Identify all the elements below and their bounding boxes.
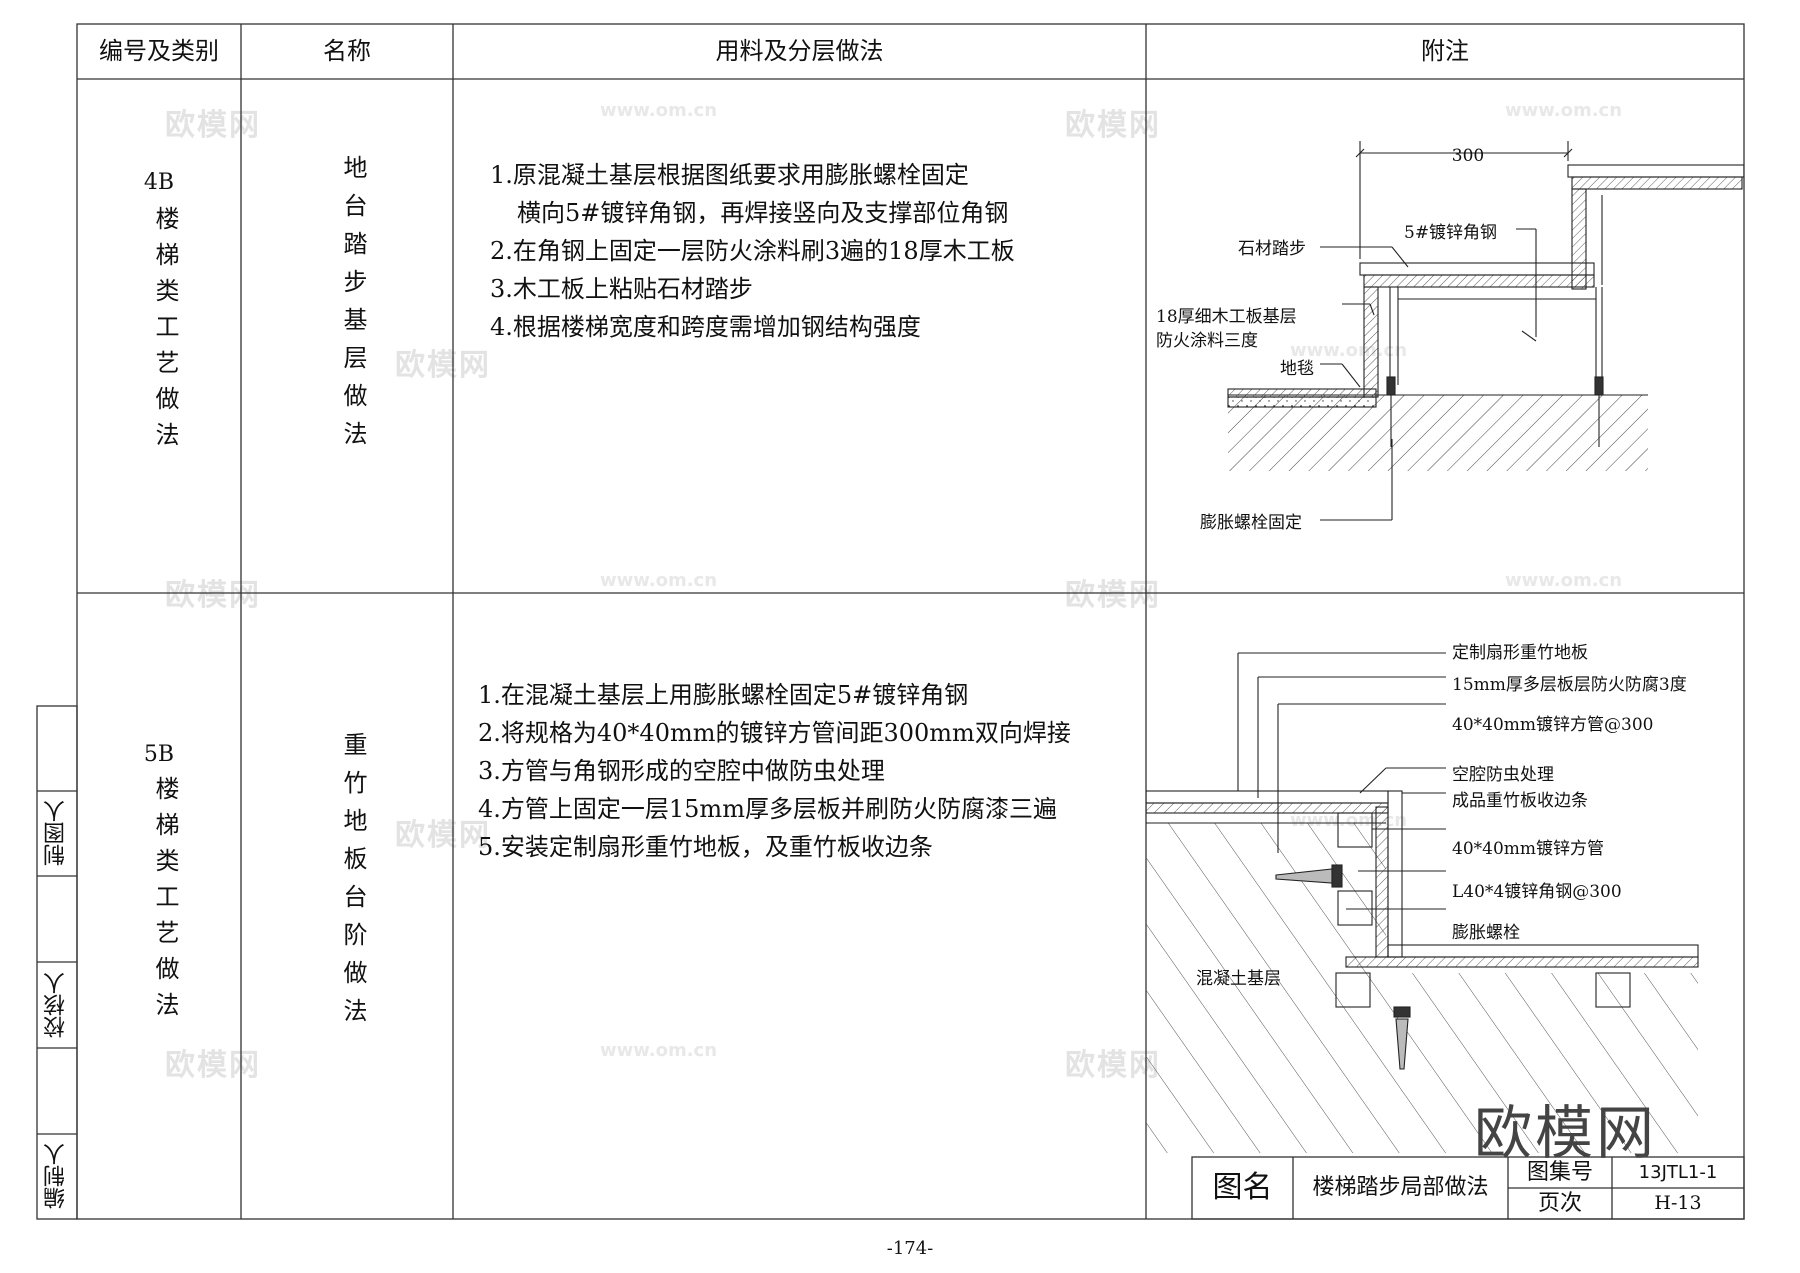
row1-step: 横向5#镀锌角钢，再焊接竖向及支撑部位角钢 <box>517 199 1009 227</box>
watermark-text: www.om.cn <box>600 570 718 591</box>
sidebar-drawer: 制图人 <box>44 800 69 867</box>
row2-label-angle: L40*4镀锌角钢@300 <box>1452 882 1622 902</box>
atlas-number: 13JTL1-1 <box>1638 1162 1718 1183</box>
title-block-label: 图名 <box>1212 1170 1273 1205</box>
row1-label-stone-tread: 石材踏步 <box>1238 239 1306 259</box>
atlas-label: 图集号 <box>1526 1160 1593 1185</box>
watermark-text: 欧模网 <box>1065 108 1161 143</box>
row2-name: 重竹地板台阶做法 <box>339 732 367 1036</box>
row1-category: 楼梯类工艺做法 <box>151 206 179 458</box>
sidebar-checker: 校核人 <box>44 972 69 1038</box>
page-label: 页次 <box>1537 1191 1582 1216</box>
watermark-text: www.om.cn <box>1505 100 1623 121</box>
row2-label-plywood: 15mm厚多层板层防火防腐3度 <box>1452 675 1687 695</box>
watermark-text: 欧模网 <box>165 1048 261 1083</box>
row2-step: 3.方管与角钢形成的空腔中做防虫处理 <box>478 757 885 785</box>
watermark-text: 欧模网 <box>165 578 261 613</box>
watermark-text: 欧模网 <box>1065 578 1161 613</box>
row2-category: 楼梯类工艺做法 <box>151 776 179 1028</box>
header-notes: 附注 <box>1421 37 1469 65</box>
page-code: H-13 <box>1654 1192 1702 1214</box>
row1-step: 3.木工板上粘贴石材踏步 <box>490 275 753 303</box>
row2-code: 5B <box>143 742 175 767</box>
row2-label-tube: 40*40mm镀锌方管 <box>1452 839 1605 859</box>
header-code-category: 编号及类别 <box>99 37 219 65</box>
row2-detail-drawing <box>1146 652 1699 1153</box>
row1-code: 4B <box>143 170 175 195</box>
row1-step: 1.原混凝土基层根据图纸要求用膨胀螺栓固定 <box>490 161 969 189</box>
row2-step: 1.在混凝土基层上用膨胀螺栓固定5#镀锌角钢 <box>478 681 969 709</box>
header-materials: 用料及分层做法 <box>715 37 884 65</box>
row1-name: 地台踏步基层做法 <box>339 155 367 459</box>
row1-label-bolt: 膨胀螺栓固定 <box>1200 513 1302 533</box>
watermark-text: 欧模网 <box>395 348 491 383</box>
title-block-name: 楼梯踏步局部做法 <box>1312 1175 1489 1200</box>
row1-detail-drawing <box>1227 141 1744 521</box>
watermark-text: 欧模网 <box>165 108 261 143</box>
row2-label-concrete: 混凝土基层 <box>1196 969 1281 989</box>
row2-step: 4.方管上固定一层15mm厚多层板并刷防火防腐漆三遍 <box>478 795 1057 823</box>
row1-step: 2.在角钢上固定一层防火涂料刷3遍的18厚木工板 <box>490 237 1015 265</box>
row2-label-tube-top: 40*40mm镀锌方管@300 <box>1452 715 1654 735</box>
row1-label-angle-steel: 5#镀锌角钢 <box>1404 223 1498 243</box>
row1-dimension-label: 300 <box>1451 146 1485 166</box>
watermark-text: www.om.cn <box>1505 570 1623 591</box>
row1-label-board-1: 18厚细木工板基层 <box>1156 307 1297 327</box>
brand-watermark: 欧模网 <box>1474 1099 1658 1167</box>
row1-step: 4.根据楼梯宽度和跨度需增加钢结构强度 <box>490 313 921 341</box>
row2-label-insect: 空腔防虫处理 <box>1452 765 1554 785</box>
watermark-text: www.om.cn <box>600 1040 718 1061</box>
row2-label-edge: 成品重竹板收边条 <box>1452 791 1588 811</box>
watermark-text: 欧模网 <box>395 818 491 853</box>
watermark-text: www.om.cn <box>600 100 718 121</box>
page-number: -174- <box>886 1238 934 1259</box>
row2-steps: 1.在混凝土基层上用膨胀螺栓固定5#镀锌角钢 2.将规格为40*40mm的镀锌方… <box>478 676 1071 866</box>
row1-label-board-2: 防火涂料三度 <box>1156 331 1258 351</box>
watermark-text: 欧模网 <box>1065 1048 1161 1083</box>
row2-label-floor: 定制扇形重竹地板 <box>1452 643 1588 663</box>
row1-steps: 1.原混凝土基层根据图纸要求用膨胀螺栓固定 横向5#镀锌角钢，再焊接竖向及支撑部… <box>490 156 1015 346</box>
sidebar-compiler: 编制人 <box>44 1143 69 1210</box>
row2-label-bolt: 膨胀螺栓 <box>1452 923 1520 943</box>
row2-step: 5.安装定制扇形重竹地板，及重竹板收边条 <box>478 833 933 861</box>
header-name: 名称 <box>323 37 371 65</box>
row2-step: 2.将规格为40*40mm的镀锌方管间距300mm双向焊接 <box>478 719 1071 747</box>
row1-label-carpet: 地毯 <box>1280 359 1314 379</box>
